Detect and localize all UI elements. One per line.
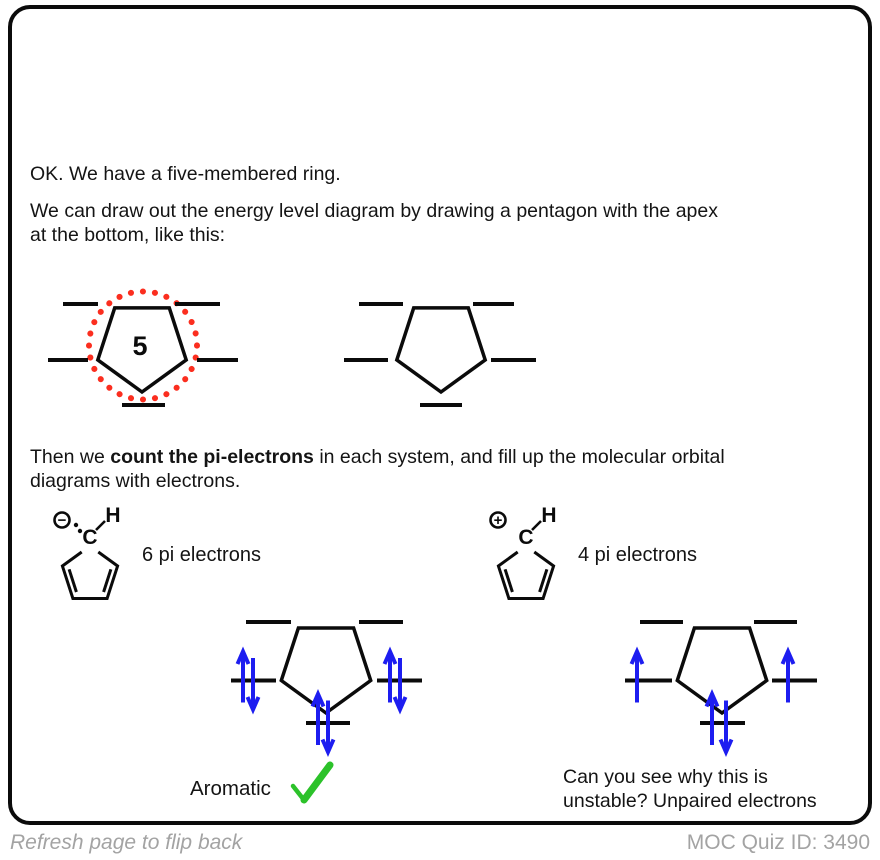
c-h-bond xyxy=(95,520,106,531)
hydrogen-atom-label: H xyxy=(541,504,556,527)
electron-pair-mid-right xyxy=(382,646,408,715)
flip-hint-text: Refresh page to flip back xyxy=(10,831,243,854)
intro-text: OK. We have a five-membered ring. xyxy=(30,163,341,185)
ring-size-label: 5 xyxy=(132,331,147,361)
count-text-line2: diagrams with electrons. xyxy=(30,469,241,492)
anion-caption: 6 pi electrons xyxy=(142,544,261,566)
quiz-card xyxy=(8,5,872,825)
carbon-atom-label: C xyxy=(82,526,97,549)
plus-charge-symbol: + xyxy=(494,512,503,529)
count-text-pre: Then we xyxy=(30,446,111,468)
minus-charge-symbol: − xyxy=(58,512,67,529)
cyclopentadienyl-cation-structure: + C H xyxy=(489,504,557,600)
energy-level-lines xyxy=(48,302,238,407)
electron-arrows xyxy=(235,646,408,757)
unpaired-electron-mid-right xyxy=(780,646,796,703)
energy-level-lines xyxy=(625,620,817,725)
quiz-id-text: MOC Quiz ID: 3490 xyxy=(686,831,870,854)
c-h-bond xyxy=(531,520,542,531)
cation-caption: 4 pi electrons xyxy=(578,544,697,566)
energy-pentagon-circled-diagram: 5 xyxy=(48,288,238,407)
double-bond-right xyxy=(102,568,113,593)
count-pi-electrons-text: Then we count the pi-electrons in each s… xyxy=(30,446,842,493)
mo-diagram-aromatic xyxy=(231,620,422,757)
plus-charge-circle xyxy=(489,511,507,529)
electron-arrows xyxy=(629,646,796,757)
electron-pair-mid-left xyxy=(235,646,261,715)
pentagon-shape xyxy=(279,626,373,716)
energy-pentagon-plain-diagram xyxy=(344,302,536,407)
instruction-line1: We can draw out the energy level diagram… xyxy=(30,200,718,222)
electron-pair-bottom xyxy=(310,689,336,757)
dotted-circle xyxy=(86,288,200,403)
instruction-line2: at the bottom, like this: xyxy=(30,223,226,246)
instruction-text: We can draw out the energy level diagram… xyxy=(30,200,842,247)
pentagon-shape xyxy=(675,626,769,716)
unpaired-electron-mid-left xyxy=(629,646,645,703)
double-bond-left xyxy=(503,568,514,593)
unstable-caption: Can you see why this is unstable? Unpair… xyxy=(563,765,817,813)
aromatic-label: Aromatic xyxy=(190,777,271,800)
mo-diagram-unstable xyxy=(625,620,817,757)
ring-bonds xyxy=(496,550,556,600)
pentagon-shape xyxy=(394,306,488,395)
energy-level-lines xyxy=(344,302,536,407)
electron-pair-bottom xyxy=(704,689,734,757)
carbon-atom-label: C xyxy=(518,526,533,549)
double-bond-left xyxy=(67,568,78,593)
minus-charge-circle xyxy=(53,511,71,529)
pentagon-shape xyxy=(95,306,189,395)
unstable-caption-line1: Can you see why this is xyxy=(563,766,768,788)
count-text-post: in each system, and fill up the molecula… xyxy=(313,446,725,468)
count-text-bold: count the pi-electrons xyxy=(110,446,314,468)
ring-bonds xyxy=(60,550,120,600)
hydrogen-atom-label: H xyxy=(105,504,120,527)
double-bond-right xyxy=(538,568,549,593)
lone-pair-dot xyxy=(73,522,79,528)
unstable-caption-line2: unstable? Unpaired electrons xyxy=(563,790,817,812)
check-mark-icon xyxy=(290,761,334,804)
cyclopentadienyl-anion-structure: − C H xyxy=(53,504,121,600)
lone-pair-dot xyxy=(77,528,83,534)
